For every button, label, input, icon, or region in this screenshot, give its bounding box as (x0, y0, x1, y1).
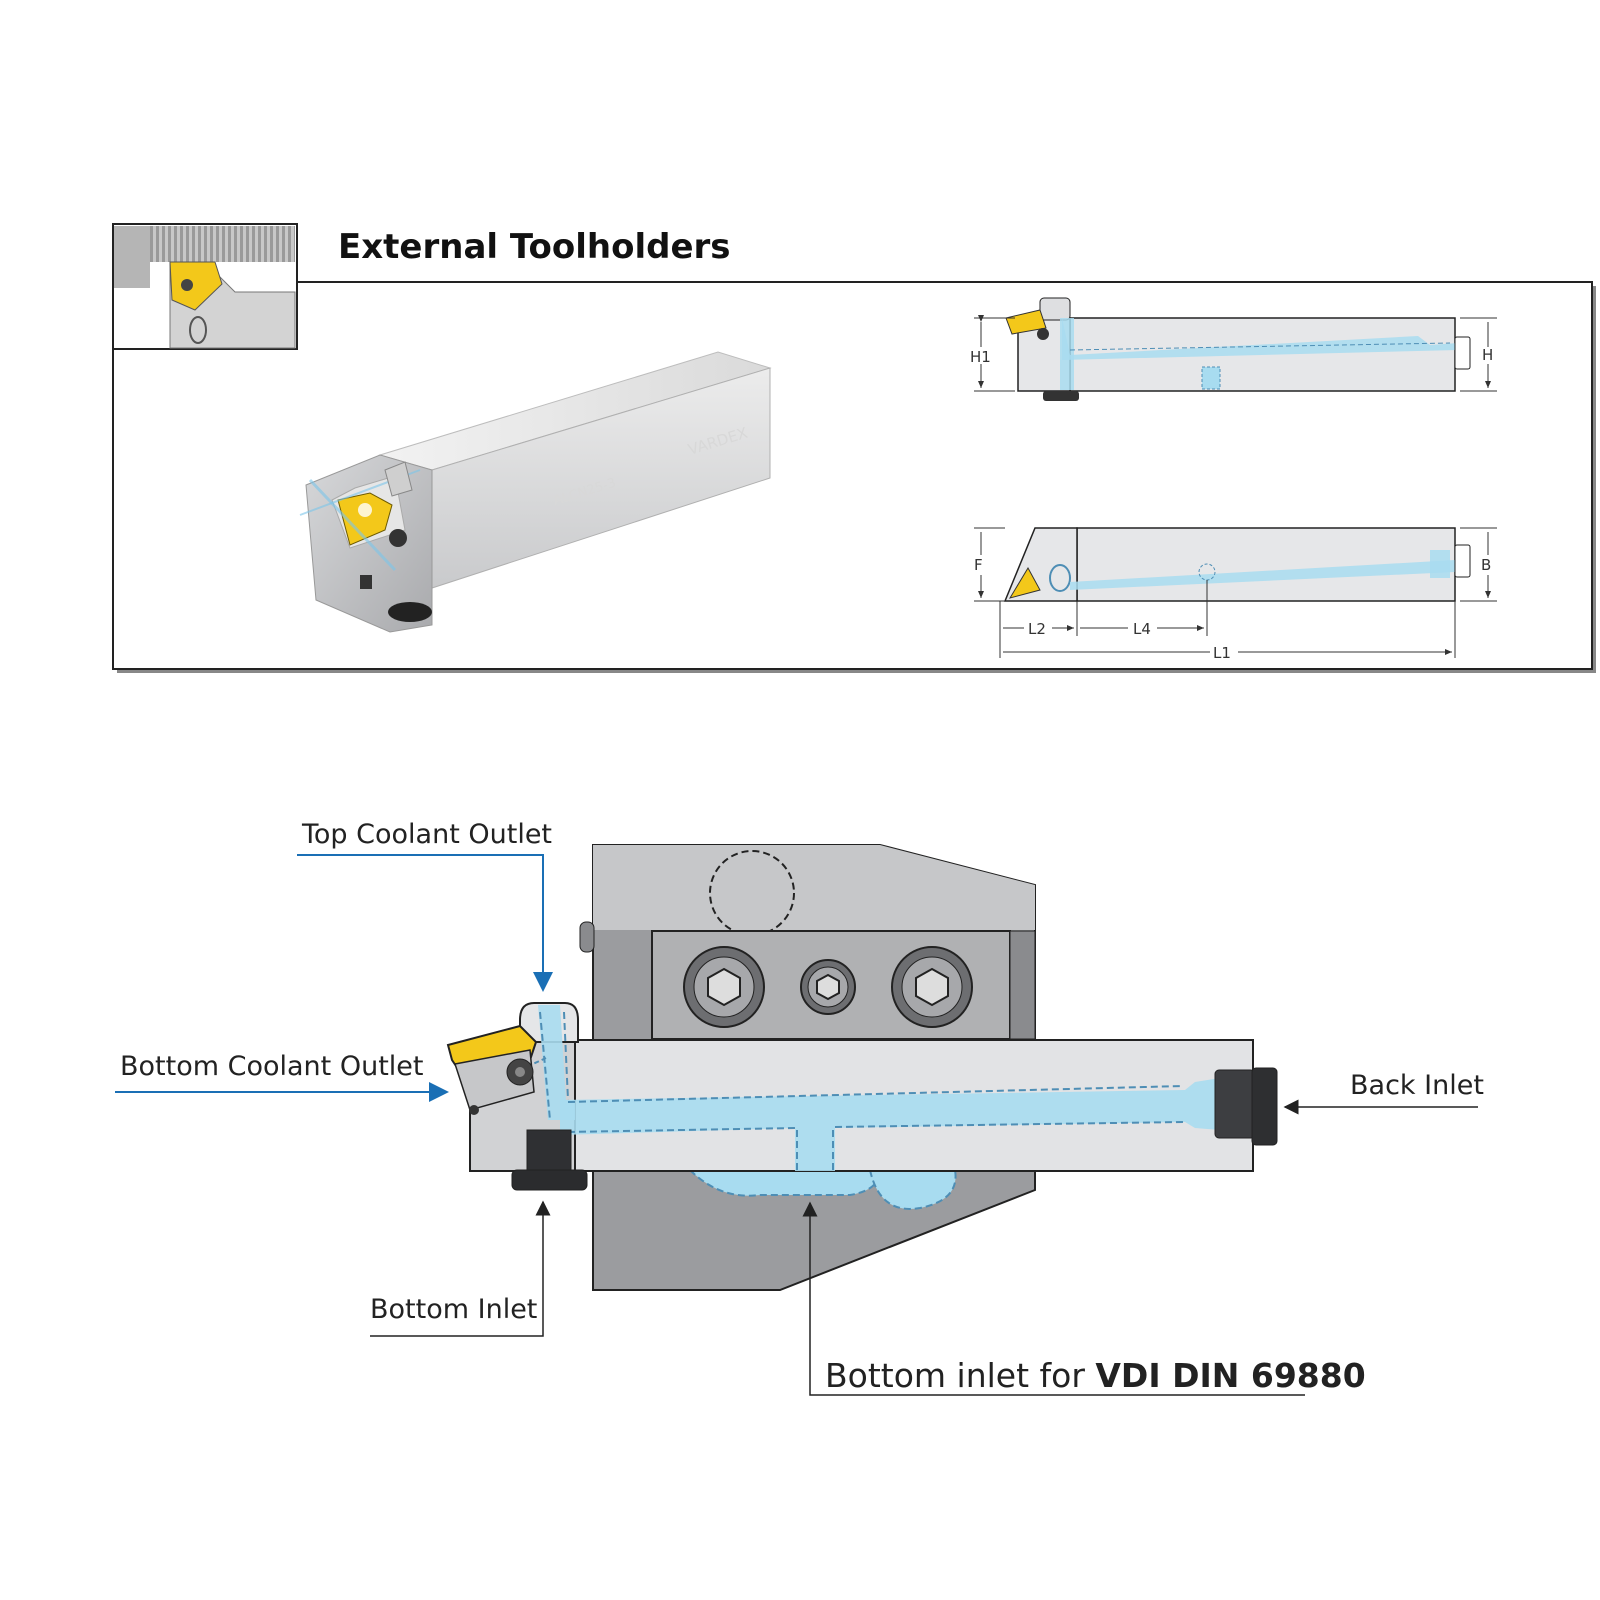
dim-l2-label: L2 (1028, 620, 1046, 638)
section-title: External Toolholders (338, 227, 731, 267)
dim-b-label: B (1481, 556, 1491, 574)
dim-h-label: H (1482, 346, 1493, 364)
top-view-drawing: F B L2 L4 L1 (974, 527, 1497, 662)
callout-top-coolant-outlet: Top Coolant Outlet (297, 819, 553, 992)
dim-l1-label: L1 (1213, 644, 1231, 662)
clamp-screws (683, 946, 973, 1028)
vdi-block-top (593, 845, 1035, 930)
dim-h1-label: H1 (970, 348, 991, 366)
back-plug (1214, 1069, 1256, 1139)
bottom-inlet-label: Bottom Inlet (370, 1294, 537, 1325)
bottom-coolant-outlet-label: Bottom Coolant Outlet (120, 1051, 424, 1082)
vdi-inlet-label: Bottom inlet for VDI DIN 69880 (825, 1356, 1366, 1395)
toolholder-photo: VARDEX ALCN25-3 (299, 351, 772, 633)
coolant-assembly-diagram (446, 844, 1278, 1291)
callout-vdi-bottom-inlet: Bottom inlet for VDI DIN 69880 (802, 1201, 1366, 1396)
callout-bottom-coolant-outlet: Bottom Coolant Outlet (115, 1051, 449, 1102)
title-mask (300, 210, 1596, 280)
callout-back-inlet: Back Inlet (1283, 1070, 1484, 1115)
dim-f-label: F (974, 556, 983, 574)
threading-thumbnail-icon (112, 223, 298, 350)
top-coolant-outlet-label: Top Coolant Outlet (301, 819, 552, 850)
side-view-drawing: H1 H (970, 297, 1497, 401)
vdi-inlet-prefix: Bottom inlet for (825, 1356, 1095, 1395)
back-inlet-label: Back Inlet (1350, 1070, 1484, 1101)
callout-bottom-inlet: Bottom Inlet (370, 1200, 551, 1337)
vdi-shank-hidden (709, 850, 795, 936)
dim-l4-label: L4 (1133, 620, 1151, 638)
catalog-panel: External Toolholders VARDEX (112, 210, 1596, 673)
vdi-inlet-standard: VDI DIN 69880 (1095, 1356, 1365, 1395)
